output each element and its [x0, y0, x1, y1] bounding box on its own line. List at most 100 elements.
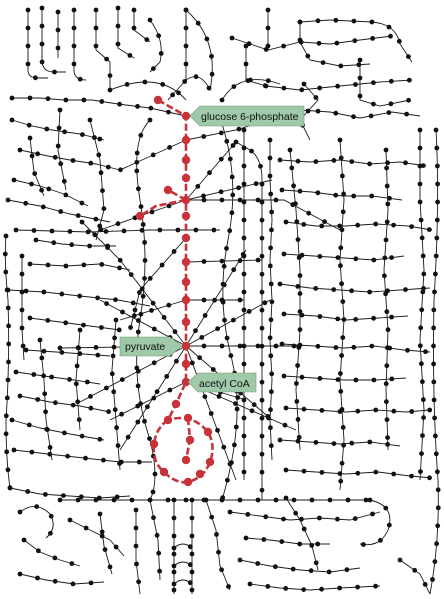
- metabolite-node: [201, 193, 206, 199]
- metabolite-node: [355, 408, 361, 414]
- metabolite-node: [93, 497, 99, 503]
- metabolite-node: [268, 245, 273, 251]
- metabolite-node: [97, 511, 103, 517]
- metabolite-node: [157, 568, 163, 574]
- metabolite-node: [267, 155, 273, 161]
- metabolite-node: [241, 397, 247, 403]
- metabolite-node: [67, 517, 73, 523]
- metabolite-node: [315, 541, 321, 547]
- metabolite-node: [189, 569, 195, 575]
- metabolite-node: [322, 219, 327, 225]
- metabolite-node: [267, 137, 273, 143]
- metabolite-node: [277, 281, 283, 287]
- metabolite-node: [317, 515, 322, 521]
- metabolite-node: [409, 473, 414, 479]
- metabolite-node: [183, 25, 189, 31]
- metabolite-node: [306, 210, 312, 216]
- metabolite-node: [385, 435, 390, 440]
- metabolite-node: [13, 369, 19, 375]
- pathway-line: [419, 130, 425, 481]
- metabolite-node: [209, 53, 214, 59]
- metabolite-node: [355, 584, 360, 590]
- metabolite-node: [301, 81, 307, 87]
- metabolite-node: [299, 374, 305, 380]
- metabolite-node: [230, 192, 236, 198]
- metabolite-node: [219, 97, 225, 103]
- highlighted-metabolite-node: [181, 359, 191, 369]
- metabolite-node: [70, 158, 76, 163]
- metabolite-node: [150, 152, 156, 158]
- metabolite-node: [150, 300, 156, 306]
- metabolite-node: [114, 425, 119, 431]
- metabolite-node: [134, 150, 140, 156]
- metabolite-node: [268, 317, 274, 323]
- metabolite-node: [201, 497, 207, 503]
- metabolite-node: [327, 497, 333, 503]
- metabolite-node: [107, 564, 113, 570]
- metabolite-node: [295, 438, 301, 444]
- highlighted-metabolite-node: [181, 135, 191, 145]
- pathway-line: [109, 81, 187, 101]
- metabolite-node: [17, 147, 23, 153]
- metabolite-node: [295, 417, 301, 422]
- metabolite-node: [384, 399, 389, 405]
- metabolite-node: [234, 406, 240, 412]
- metabolite-node: [385, 201, 391, 207]
- metabolite-node: [232, 442, 237, 448]
- metabolite-node: [339, 227, 345, 233]
- pathway-line: [359, 499, 391, 546]
- metabolite-node: [317, 254, 323, 259]
- highlighted-metabolite-node: [135, 211, 145, 221]
- metabolite-node: [61, 493, 66, 498]
- highlighted-metabolite-node: [181, 455, 191, 465]
- metabolite-node: [315, 343, 321, 349]
- metabolite-node: [384, 309, 390, 315]
- metabolite-node: [142, 240, 148, 245]
- metabolite-node: [171, 533, 177, 539]
- metabolite-node: [241, 217, 247, 223]
- metabolite-node: [132, 307, 138, 313]
- metabolite-node: [281, 85, 287, 91]
- metabolite-node: [435, 487, 441, 493]
- highlighted-metabolite-node: [171, 399, 181, 409]
- metabolite-node: [93, 216, 99, 222]
- metabolite-node: [183, 7, 189, 13]
- metabolite-node: [35, 151, 40, 157]
- metabolite-node: [47, 451, 53, 457]
- metabolite-node: [237, 557, 243, 563]
- metabolite-node: [352, 38, 358, 44]
- metabolite-node: [422, 582, 428, 587]
- metabolite-node: [142, 418, 147, 424]
- metabolite-node: [5, 197, 11, 203]
- metabolite-node: [391, 471, 397, 477]
- highlighted-nodes: [135, 95, 215, 487]
- metabolite-node: [385, 327, 391, 333]
- metabolite-node: [297, 291, 303, 296]
- metabolite-node: [69, 561, 75, 566]
- metabolite-node: [433, 127, 439, 133]
- metabolite-node: [337, 585, 342, 591]
- metabolite-node: [206, 85, 212, 91]
- metabolite-node: [98, 170, 104, 176]
- metabolite-node: [115, 221, 121, 227]
- metabolite-node: [259, 451, 265, 457]
- highlighted-metabolite-node: [163, 185, 173, 195]
- metabolite-node: [65, 453, 70, 459]
- metabolite-node: [243, 43, 249, 49]
- metabolite-node: [144, 37, 150, 42]
- metabolite-node: [259, 325, 265, 331]
- metabolite-node: [193, 74, 199, 80]
- metabolite-node: [35, 397, 41, 402]
- metabolite-node: [431, 307, 437, 313]
- metabolite-node: [351, 193, 357, 199]
- metabolite-node: [215, 427, 220, 433]
- metabolite-node: [369, 193, 375, 199]
- metabolite-node: [55, 27, 61, 33]
- metabolite-node: [409, 409, 415, 414]
- glycolysis-highlight-line: [157, 98, 188, 421]
- metabolite-node: [43, 492, 48, 497]
- metabolite-node: [75, 497, 81, 503]
- metabolite-node: [88, 405, 94, 411]
- metabolite-node: [147, 17, 153, 23]
- pathway-line: [19, 395, 111, 413]
